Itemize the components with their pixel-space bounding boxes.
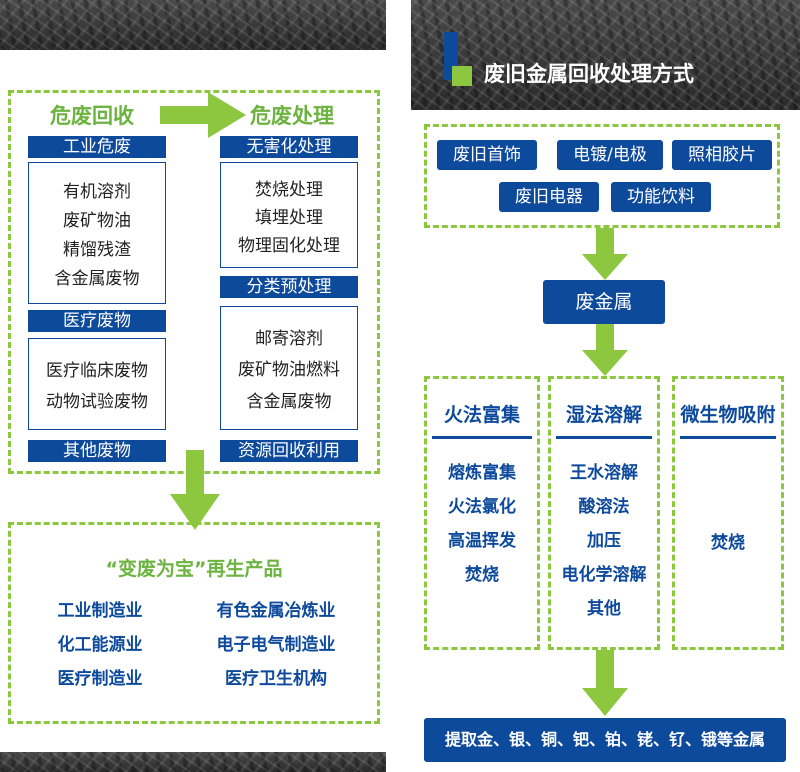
metal-sources-group bbox=[424, 124, 780, 228]
list-item: 化工能源业 bbox=[57, 635, 143, 655]
list-item: 工业制造业 bbox=[57, 601, 143, 621]
bottom-photo-strip-left bbox=[0, 752, 386, 772]
harmless-treatment-list: 焚烧处理 填埋处理 物理固化处理 bbox=[220, 162, 358, 268]
treatment-title: 危废处理 bbox=[250, 104, 334, 128]
list-item: 含金属废物 bbox=[246, 391, 332, 412]
list-item: 电化学溶解 bbox=[561, 565, 647, 585]
list-item: 填埋处理 bbox=[255, 207, 323, 228]
list-item: 其他 bbox=[587, 599, 621, 619]
list-item: 焚烧 bbox=[711, 533, 745, 553]
arrow-right-icon bbox=[160, 92, 246, 138]
classification-pretreatment-list: 邮寄溶剂 废矿物油燃料 含金属废物 bbox=[220, 306, 358, 430]
method-items-hydro: 王水溶解 酸溶法 加压 电化学溶解 其他 bbox=[548, 456, 660, 626]
medical-waste-list: 医疗临床废物 动物试验废物 bbox=[28, 338, 166, 430]
list-item: 电子电气制造业 bbox=[216, 635, 336, 655]
extracted-metals-box: 提取金、银、铜、钯、铂、铑、钌、锇等金属 bbox=[424, 718, 786, 762]
source-tag: 照相胶片 bbox=[672, 140, 772, 170]
top-photo-strip-left bbox=[0, 0, 386, 50]
other-waste-header: 其他废物 bbox=[28, 440, 166, 462]
list-item: 精馏残渣 bbox=[63, 240, 131, 260]
source-tag: 废旧首饰 bbox=[437, 140, 537, 170]
arrow-down-icon bbox=[582, 324, 628, 376]
list-item: 医疗制造业 bbox=[57, 669, 143, 689]
harmless-treatment-header: 无害化处理 bbox=[220, 136, 358, 158]
list-item: 动物试验废物 bbox=[46, 392, 148, 412]
list-item: 火法氯化 bbox=[448, 497, 516, 517]
products-column-1: 工业制造业 化工能源业 医疗制造业 bbox=[30, 594, 170, 696]
list-item: 含金属废物 bbox=[54, 269, 140, 289]
products-column-2: 有色金属冶炼业 电子电气制造业 医疗卫生机构 bbox=[196, 594, 356, 696]
source-tag: 废旧电器 bbox=[499, 182, 599, 212]
list-item: 医疗临床废物 bbox=[46, 361, 148, 381]
list-item: 高温挥发 bbox=[448, 531, 516, 551]
list-item: 加压 bbox=[587, 531, 621, 551]
method-items-pyro: 熔炼富集 火法氯化 高温挥发 焚烧 bbox=[424, 456, 540, 592]
page-title: 废旧金属回收处理方式 bbox=[484, 62, 694, 86]
list-item: 医疗卫生机构 bbox=[225, 669, 327, 689]
classification-pretreatment-header: 分类预处理 bbox=[220, 276, 358, 298]
method-column-bio bbox=[672, 376, 784, 650]
method-title-underline bbox=[680, 436, 776, 439]
list-item: 焚烧处理 bbox=[255, 179, 323, 200]
header-photo-banner bbox=[411, 0, 800, 110]
industrial-waste-list: 有机溶剂 废矿物油 精馏残渣 含金属废物 bbox=[28, 162, 166, 304]
arrow-down-icon bbox=[582, 650, 628, 716]
source-tag: 功能饮料 bbox=[611, 182, 711, 212]
method-title: 湿法溶解 bbox=[565, 404, 642, 426]
medical-waste-header: 医疗废物 bbox=[28, 310, 166, 332]
list-item: 焚烧 bbox=[465, 565, 499, 585]
method-column-hydro bbox=[548, 376, 660, 650]
recycle-title: 危废回收 bbox=[50, 104, 134, 128]
list-item: 熔炼富集 bbox=[448, 463, 516, 483]
method-title: 火法富集 bbox=[443, 404, 520, 426]
logo-green-square bbox=[452, 66, 472, 86]
list-item: 有色金属冶炼业 bbox=[216, 601, 336, 621]
industrial-waste-header: 工业危废 bbox=[28, 136, 166, 158]
list-item: 废矿物油燃料 bbox=[238, 360, 340, 381]
list-item: 王水溶解 bbox=[570, 463, 638, 483]
arrow-down-icon bbox=[582, 228, 628, 280]
products-group bbox=[8, 522, 380, 724]
source-tag: 电镀/电极 bbox=[557, 140, 663, 170]
method-title-underline bbox=[556, 436, 652, 439]
list-item: 邮寄溶剂 bbox=[255, 329, 323, 350]
list-item: 物理固化处理 bbox=[238, 235, 340, 256]
arrow-down-icon bbox=[170, 450, 220, 530]
list-item: 酸溶法 bbox=[578, 497, 630, 517]
method-column-pyro bbox=[424, 376, 540, 650]
method-items-bio: 焚烧 bbox=[672, 526, 784, 560]
method-title-underline bbox=[432, 436, 532, 439]
method-title: 微生物吸附 bbox=[680, 404, 776, 426]
scrap-metal-box: 废金属 bbox=[543, 280, 665, 324]
resource-recovery-header: 资源回收利用 bbox=[220, 440, 358, 462]
products-title: “变废为宝”再生产品 bbox=[105, 558, 283, 580]
list-item: 有机溶剂 bbox=[63, 182, 131, 202]
list-item: 废矿物油 bbox=[63, 211, 131, 231]
